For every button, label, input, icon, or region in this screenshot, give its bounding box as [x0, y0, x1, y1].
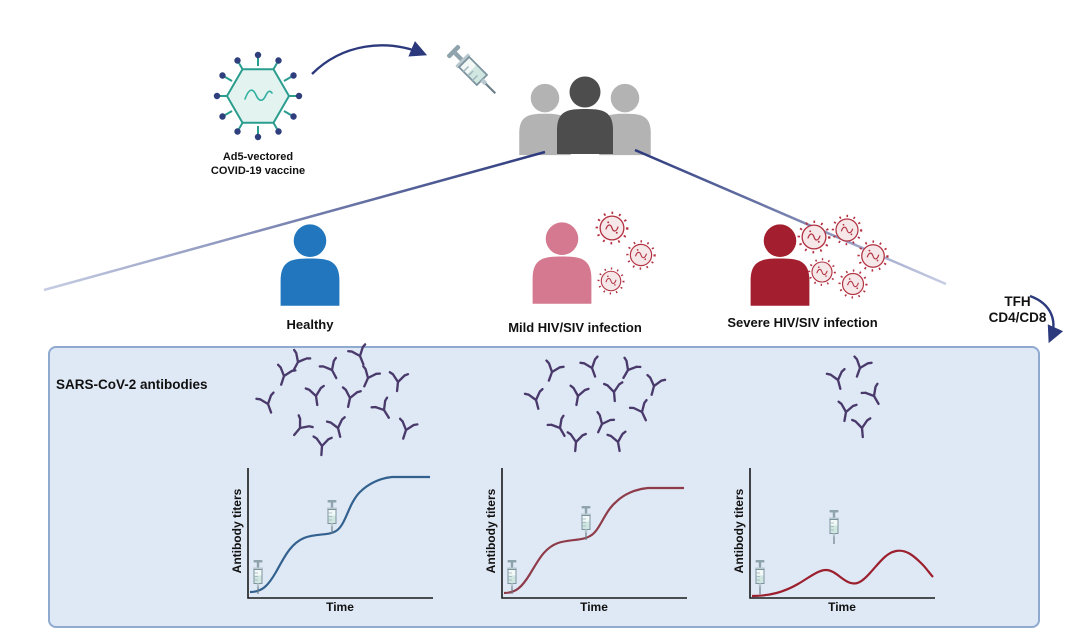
- vaccine-virus-icon: [212, 50, 304, 142]
- severe-person-icon: [750, 224, 810, 306]
- vaccine-label-line1: Ad5-vectored: [222, 151, 294, 163]
- graph-healthy-ylabel: Antibody titers: [230, 488, 244, 574]
- vaccine-label-line2: COVID-19 vaccine: [210, 165, 306, 178]
- tfh-label-line1: TFH: [1004, 294, 1031, 309]
- graph-mild-xlabel: Time: [580, 600, 608, 614]
- vaccine-to-syringe-arrow: [311, 41, 428, 75]
- tfh-label: TFH CD4/CD8: [975, 294, 1060, 326]
- syringe-icon: [444, 42, 503, 101]
- cohort-label-healthy: Healthy: [286, 317, 334, 332]
- graph-mild-ylabel: Antibody titers: [484, 488, 498, 574]
- graph-healthy-xlabel: Time: [326, 600, 354, 614]
- branch-line-right: [634, 148, 947, 286]
- healthy-person-icon: [280, 224, 340, 306]
- people-group-icon: [519, 76, 651, 156]
- cohort-label-mild: Mild HIV/SIV infection: [508, 320, 642, 335]
- graph-severe-xlabel: Time: [828, 600, 856, 614]
- tfh-label-line2: CD4/CD8: [988, 310, 1047, 326]
- mild-person-icon: [532, 222, 592, 304]
- graph-severe-ylabel: Antibody titers: [732, 488, 746, 574]
- vaccine-label: Ad5-vectored COVID-19 vaccine: [193, 150, 323, 179]
- hiv-particles-mild: [595, 211, 656, 295]
- panel-title: SARS-CoV-2 antibodies: [56, 377, 208, 392]
- hiv-particles-severe: [797, 214, 889, 299]
- cohort-label-severe: Severe HIV/SIV infection: [727, 315, 878, 330]
